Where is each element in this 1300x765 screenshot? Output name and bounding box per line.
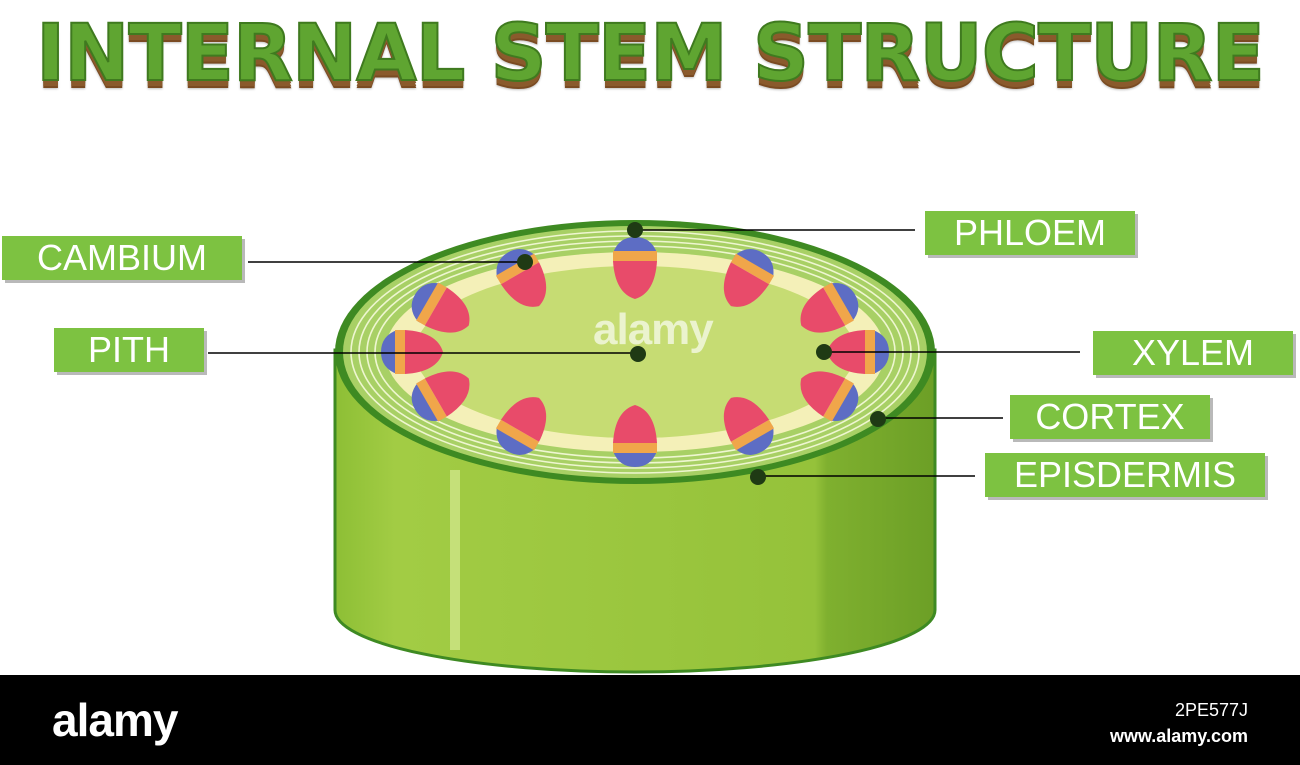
page-title: INTERNAL STEM STRUCTURE (35, 8, 1266, 100)
watermark: alamy (593, 305, 714, 354)
vascular-bundles (381, 237, 889, 467)
footer-info: 2PE577J www.alamy.com (1110, 697, 1248, 749)
xylem-patch (723, 262, 770, 307)
xylem-patch (424, 287, 470, 333)
vascular-bundle (800, 282, 859, 333)
cortex-dot (870, 411, 886, 427)
phloem-patch (381, 330, 399, 374)
xylem-patch (800, 371, 846, 417)
cambium-band (823, 378, 854, 422)
vascular-bundle (613, 237, 657, 299)
xylem-patch (500, 262, 547, 307)
vascular-bundle (723, 249, 775, 307)
cambium-band (395, 330, 405, 374)
vascular-bundle (800, 371, 859, 422)
vascular-bundle (613, 405, 657, 467)
cambium-band (613, 251, 657, 261)
label-cambium: CAMBIUM (2, 236, 242, 280)
image-id: 2PE577J (1174, 700, 1248, 720)
cambium-band (730, 419, 775, 451)
xylem-patch (613, 261, 657, 299)
vascular-bundle (411, 371, 470, 422)
phloem-dot (627, 222, 643, 238)
footer-logo: alamy (52, 694, 178, 746)
cambium-dot (517, 254, 533, 270)
xylem-patch (613, 405, 657, 443)
vascular-bundle (411, 282, 470, 333)
leader-lines (208, 229, 1080, 477)
xylem-patch (424, 371, 470, 417)
footer-url: www.alamy.com (1109, 726, 1248, 746)
vascular-bundle (381, 330, 443, 374)
phloem-patch (613, 237, 657, 255)
epidermis-dot (750, 469, 766, 485)
xylem-patch (800, 287, 846, 333)
label-epidermis: EPISDERMIS (985, 453, 1265, 497)
phloem-patch (613, 449, 657, 467)
cambium-band (416, 378, 447, 422)
vascular-bundle (723, 397, 775, 455)
xylem-patch (500, 397, 547, 442)
label-phloem: PHLOEM (925, 211, 1135, 255)
stem-diagram (208, 220, 1080, 674)
cambium-band (495, 419, 540, 451)
cambium-band (730, 253, 775, 285)
xylem-patch (405, 330, 443, 374)
cambium-band (823, 282, 854, 326)
label-cortex: CORTEX (1010, 395, 1210, 439)
pith-dot (630, 346, 646, 362)
xylem-patch (723, 397, 770, 442)
label-pith: PITH (54, 328, 204, 372)
cambium-band (416, 282, 447, 326)
vascular-bundle (495, 397, 547, 455)
xylem-dot (816, 344, 832, 360)
label-xylem: XYLEM (1093, 331, 1293, 375)
stem-side-highlight (450, 470, 460, 650)
footer-bar: alamy 2PE577J www.alamy.com (0, 675, 1300, 765)
cambium-band (613, 443, 657, 453)
leader-dots (517, 222, 886, 485)
